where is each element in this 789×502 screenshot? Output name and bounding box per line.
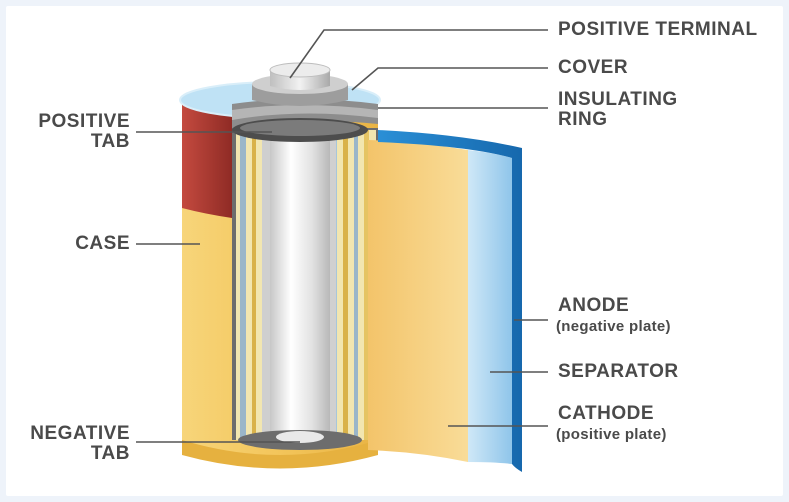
case-bottom-rim	[182, 440, 378, 469]
label-positive-tab-line2: TAB	[90, 131, 130, 152]
label-positive-terminal: POSITIVE TERMINAL	[558, 19, 758, 40]
label-cathode-sub: (positive plate)	[556, 426, 667, 443]
leader-lines	[136, 29, 548, 443]
leader-cover	[351, 67, 548, 91]
label-negative-tab-line2: TAB	[90, 443, 130, 464]
separator-sheet	[468, 150, 512, 464]
label-cathode: CATHODE	[558, 403, 655, 424]
case-red-band	[182, 100, 232, 218]
central-core	[270, 130, 330, 440]
label-cover: COVER	[558, 57, 629, 78]
label-positive-tab-line1: POSITIVE	[38, 111, 130, 132]
label-negative-tab-line1: NEGATIVE	[30, 423, 130, 444]
label-separator: SEPARATOR	[558, 361, 679, 382]
label-anode: ANODE	[558, 295, 630, 316]
label-anode-sub: (negative plate)	[556, 318, 671, 335]
cathode-sheet	[368, 140, 468, 462]
label-case: CASE	[75, 233, 130, 254]
leader-positive-terminal	[289, 29, 548, 79]
positive-terminal	[252, 62, 348, 106]
label-insulating-ring-line2: RING	[558, 109, 608, 130]
label-insulating-ring-line1: INSULATING	[558, 89, 678, 110]
